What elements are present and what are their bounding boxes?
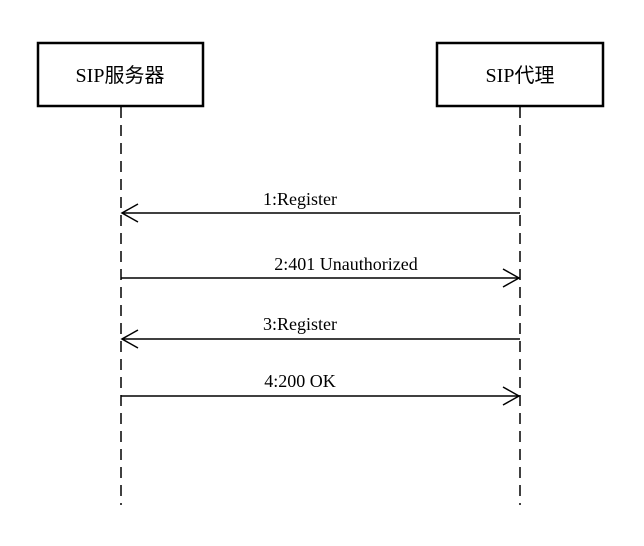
message-2-unauthorized: 2:401 Unauthorized: [121, 254, 521, 288]
participant-label-sip-server: SIP服务器: [76, 64, 165, 87]
arrowhead-left-icon: [120, 329, 139, 349]
arrowhead-left-icon: [120, 203, 139, 223]
message-4-ok: 4:200 OK: [121, 371, 521, 406]
participant-sip-server: SIP服务器: [36, 41, 205, 505]
message-label: 4:200 OK: [264, 371, 336, 391]
message-label: 3:Register: [263, 314, 337, 334]
arrowhead-right-icon: [502, 268, 521, 288]
message-label: 2:401 Unauthorized: [274, 254, 417, 274]
participant-box-sip-proxy: [435, 41, 605, 108]
message-1-register: 1:Register: [120, 189, 520, 223]
message-label: 1:Register: [263, 189, 337, 209]
participant-box-sip-server: [36, 41, 205, 108]
participant-sip-proxy: SIP代理: [435, 41, 605, 505]
message-3-register: 3:Register: [120, 314, 520, 349]
arrowhead-right-icon: [502, 386, 521, 406]
participant-label-sip-proxy: SIP代理: [486, 64, 555, 87]
